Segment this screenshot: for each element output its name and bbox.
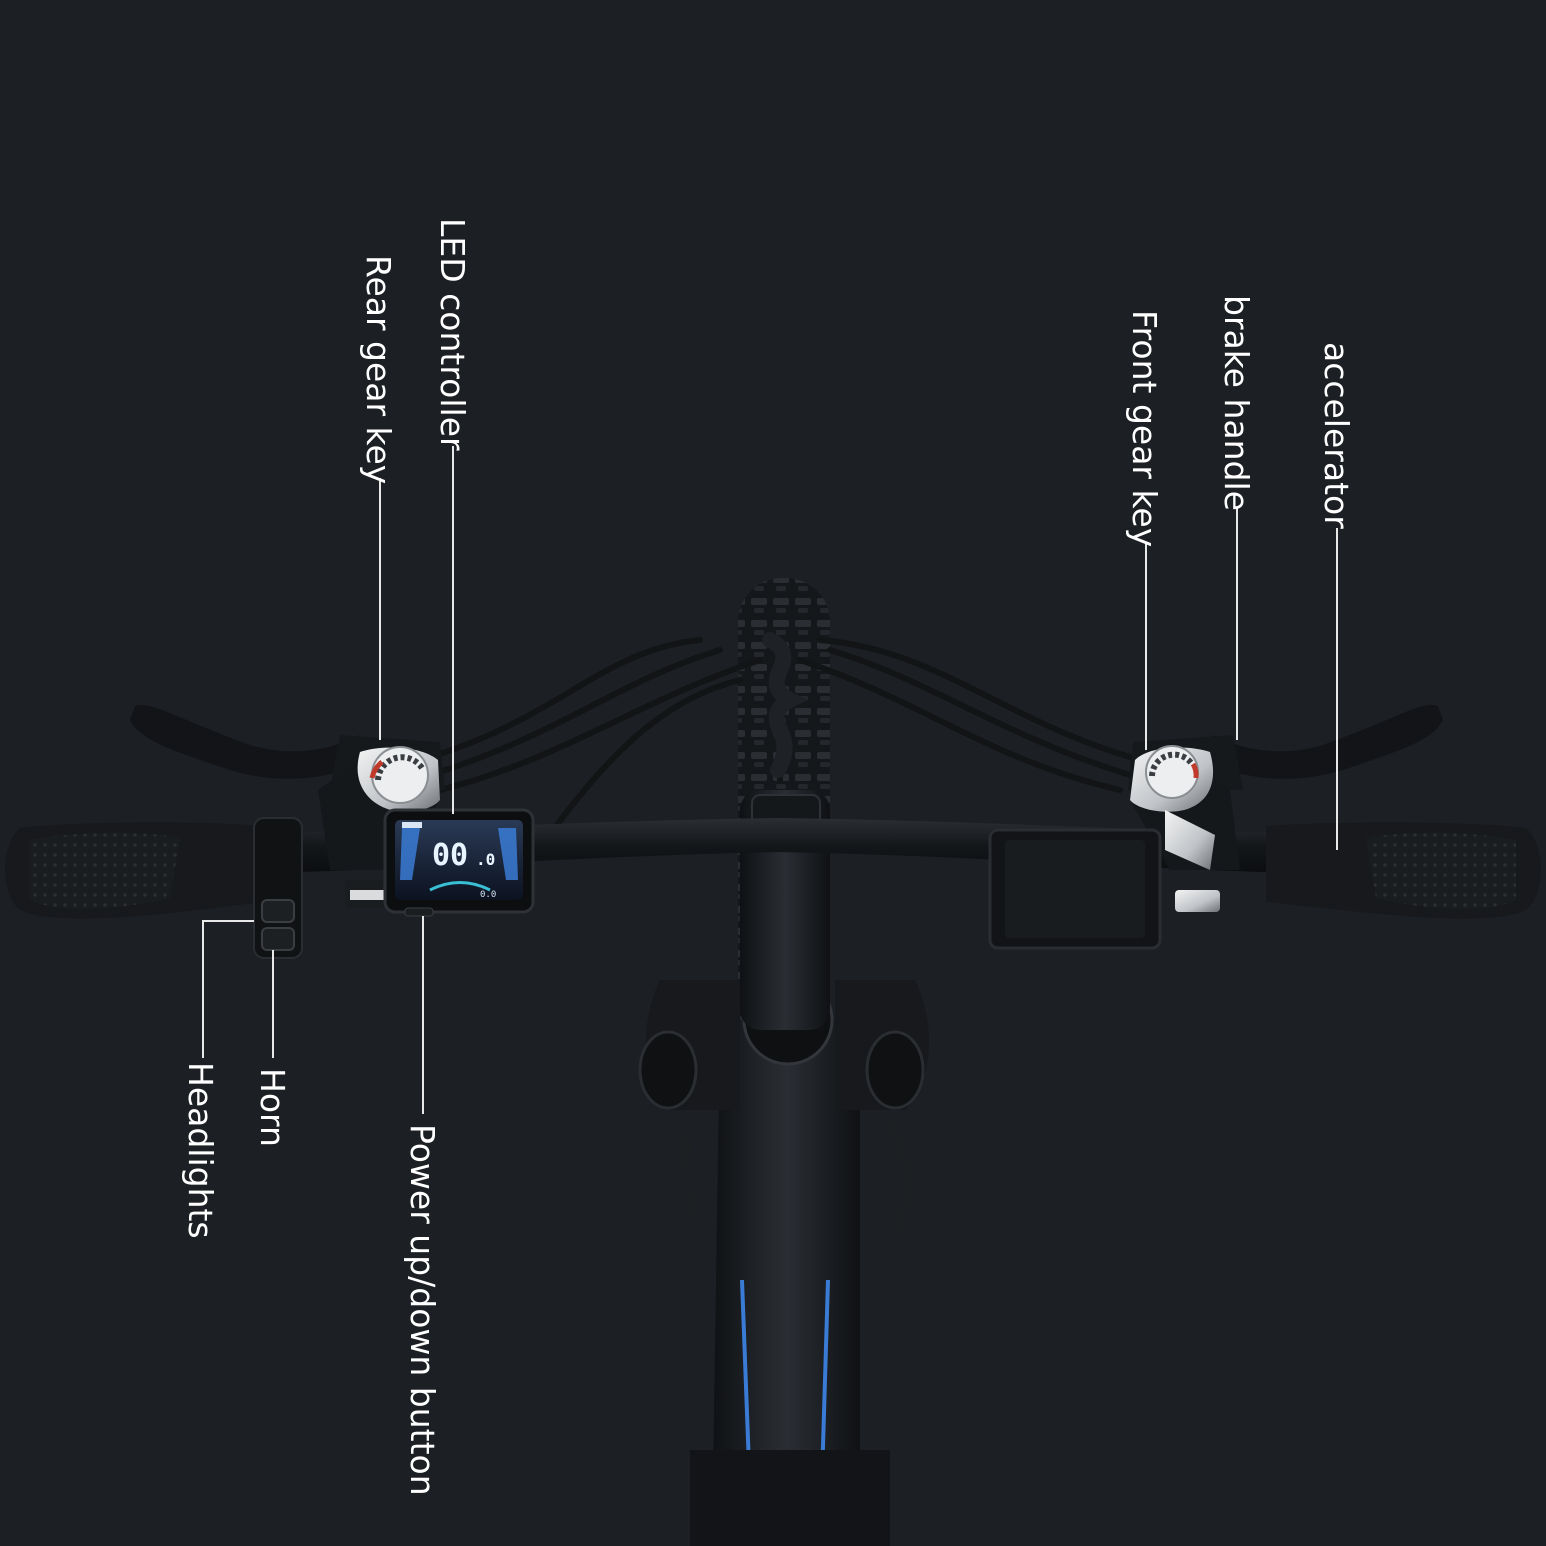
rear-gear-key-label: Rear gear key <box>359 255 398 485</box>
horn-switch <box>261 927 295 951</box>
brake-handle-leader <box>1236 508 1238 740</box>
headlights-leader-v <box>202 920 204 1058</box>
front-gear-key-label: Front gear key <box>1125 310 1164 548</box>
speed-readout: 00 <box>432 838 468 873</box>
rear-gear-key-leader <box>379 478 381 740</box>
horn-leader <box>272 950 274 1058</box>
accelerator-leader <box>1336 528 1338 850</box>
brake-handle-label: brake handle <box>1217 295 1256 511</box>
distance-readout: 0.0 <box>480 890 496 900</box>
power-button-label: Power up/down button <box>403 1124 442 1496</box>
horn-label: Horn <box>253 1068 292 1147</box>
left-brake-lever <box>130 704 372 779</box>
accelerator-label: accelerator <box>1317 342 1356 529</box>
headlights-label: Headlights <box>181 1062 220 1239</box>
led-controller-leader <box>452 446 454 814</box>
front-gear-key-leader <box>1145 542 1147 750</box>
headlights-leader-h <box>202 920 254 922</box>
power-button <box>404 907 434 917</box>
switch-unit <box>253 817 303 959</box>
speed-decimal: .0 <box>476 850 495 869</box>
headlight-switch <box>261 899 295 923</box>
power-button-leader <box>422 916 424 1114</box>
led-screen <box>395 820 523 900</box>
led-controller-label: LED controller <box>433 218 472 451</box>
right-brake-lever <box>1201 704 1443 779</box>
